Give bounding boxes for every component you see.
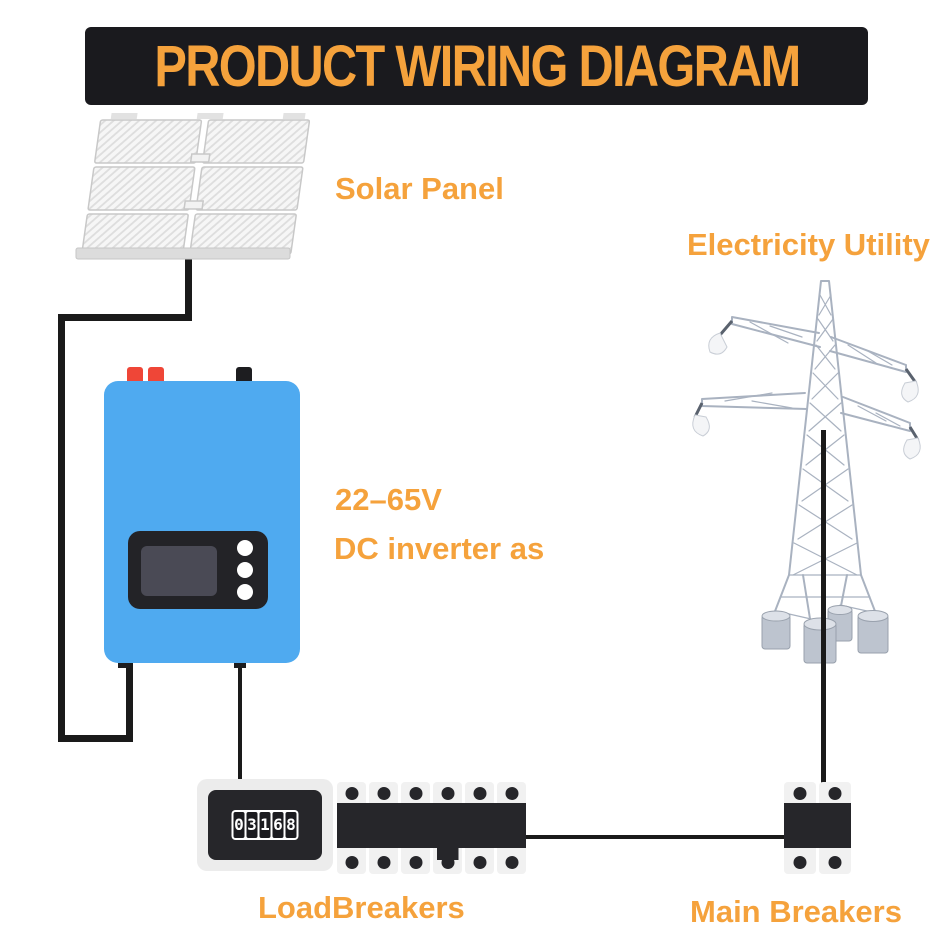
- wire-bottom-horizontal: [58, 735, 133, 742]
- wire-solar-horizontal: [58, 314, 192, 321]
- load-breakers-label: LoadBreakers: [258, 890, 465, 925]
- main-breakers-label: Main Breakers: [690, 894, 902, 929]
- dc-positive-terminal: [127, 367, 143, 385]
- wire-tower-to-main-breakers: [821, 430, 826, 785]
- page-title: PRODUCT WIRING DIAGRAM: [153, 33, 801, 99]
- inverter-body: [104, 381, 300, 663]
- wire-up-to-inverter: [126, 663, 133, 742]
- inverter-voltage-label: 22–65V: [335, 482, 442, 517]
- terminal-screw: [345, 787, 358, 800]
- load-breakers-graphic: [337, 782, 526, 874]
- inverter-lcd-screen: [141, 546, 217, 596]
- meter-digit: 8: [285, 812, 297, 838]
- terminal-screw: [505, 787, 518, 800]
- inverter-name-label: DC inverter as: [334, 531, 545, 566]
- breaker-band: [784, 803, 851, 848]
- terminal-screw: [793, 787, 807, 800]
- terminal-screw: [441, 787, 454, 800]
- dc-inverter-graphic: [104, 365, 300, 675]
- dc-negative-terminal: [236, 367, 252, 385]
- electricity-utility-label: Electricity Utility: [687, 227, 930, 262]
- terminal-screw: [377, 787, 390, 800]
- meter-screen: 0 3 1 6 8: [208, 790, 322, 860]
- breaker-band: [337, 803, 526, 848]
- inverter-button: [237, 540, 253, 556]
- title-banner: PRODUCT WIRING DIAGRAM: [85, 27, 868, 105]
- meter-digit: 6: [272, 812, 284, 838]
- terminal-screw: [473, 856, 486, 869]
- energy-meter-graphic: 0 3 1 6 8: [197, 779, 333, 871]
- inverter-button: [237, 562, 253, 578]
- solar-panel-label: Solar Panel: [335, 171, 504, 206]
- terminal-screw: [828, 787, 842, 800]
- terminal-screw: [345, 856, 358, 869]
- dc-positive-terminal: [148, 367, 164, 385]
- inverter-button: [237, 584, 253, 600]
- transmission-tower-graphic: [692, 280, 921, 664]
- terminal-screw: [505, 856, 518, 869]
- terminal-screw: [793, 856, 807, 869]
- terminal-screw: [409, 787, 422, 800]
- wire-left-vertical: [58, 314, 65, 742]
- meter-digit: 3: [246, 812, 258, 838]
- meter-digit: 0: [233, 812, 245, 838]
- wire-solar-down: [185, 253, 192, 321]
- meter-digit: 1: [259, 812, 271, 838]
- terminal-screw: [409, 856, 422, 869]
- solar-panel-graphic: [75, 113, 310, 260]
- terminal-screw: [473, 787, 486, 800]
- wire-inverter-to-meter: [238, 659, 242, 782]
- inverter-display-panel: [128, 531, 268, 609]
- meter-odometer: 0 3 1 6 8: [231, 810, 299, 840]
- terminal-screw: [377, 856, 390, 869]
- terminal-screw: [828, 856, 842, 869]
- wire-breakers-link: [526, 835, 786, 839]
- main-breakers-graphic: [784, 782, 851, 874]
